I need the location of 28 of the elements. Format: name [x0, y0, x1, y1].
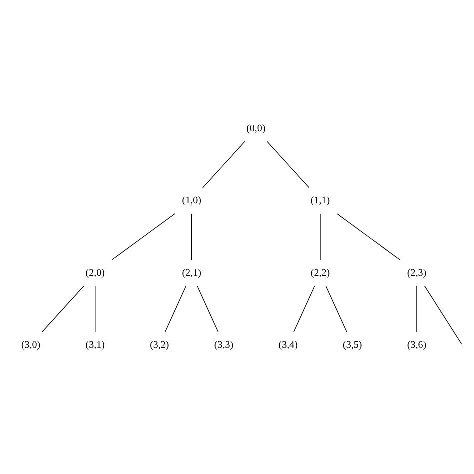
- connector: [202, 141, 246, 188]
- connector: [42, 286, 85, 333]
- node-text: (3,4): [278, 340, 298, 351]
- node-text: (1,1): [310, 196, 330, 207]
- node-text: (3,1): [86, 340, 105, 351]
- connector: [112, 213, 176, 260]
- node-text: (3,0): [21, 340, 41, 351]
- node-text: (3,2): [150, 340, 170, 351]
- connector: [424, 286, 462, 345]
- connector: [326, 286, 348, 333]
- node-text: (2,0): [86, 268, 105, 279]
- connector: [95, 286, 96, 333]
- connector: [416, 286, 418, 333]
- node-text: (1,0): [182, 196, 202, 207]
- node-text: (0,0): [246, 123, 266, 134]
- connector: [267, 141, 310, 188]
- connector: [294, 286, 316, 333]
- node-text: (3,5): [343, 340, 362, 351]
- connector: [320, 214, 321, 261]
- node-text: (2,1): [182, 268, 202, 279]
- node-text: (2,3): [407, 268, 427, 279]
- node-text: (2,2): [310, 268, 330, 279]
- node-text: (3,3): [214, 340, 234, 351]
- node-text: (3,6): [407, 340, 427, 351]
- connector: [191, 214, 192, 261]
- connector: [197, 286, 219, 333]
- connector: [336, 213, 401, 260]
- connector: [164, 286, 187, 333]
